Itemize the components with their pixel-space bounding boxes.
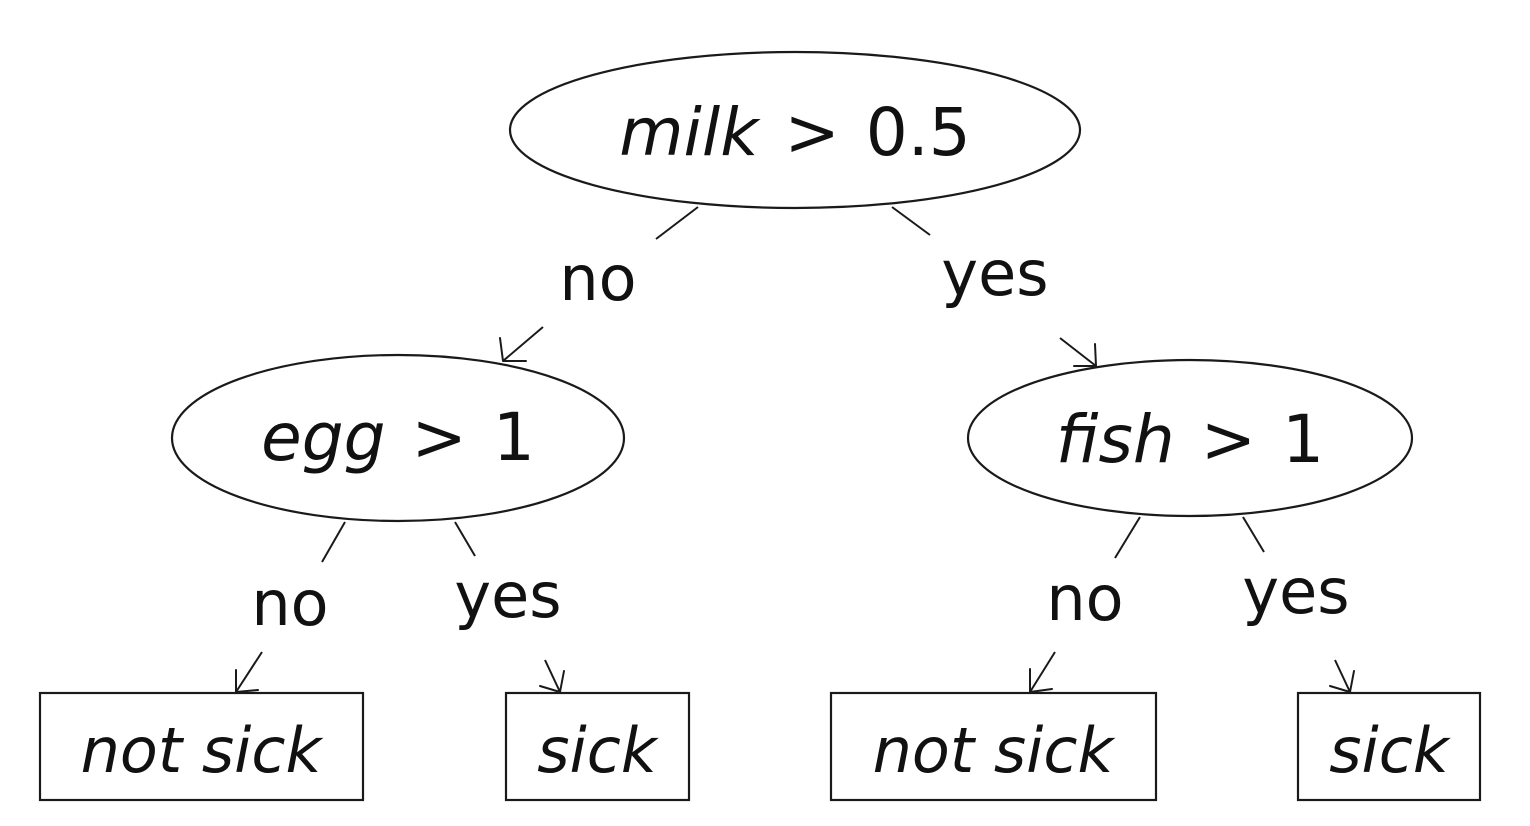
root-node-operator: > [784,94,839,171]
edge-right-no-line-lower [1029,651,1056,693]
left-node: egg >1 [170,353,626,523]
leaf-left-yes-text: sick [537,714,659,787]
edge-left-no-line-upper [321,521,346,563]
edge-root-no-label: no [559,242,636,315]
edge-root-yes-label: yes [941,237,1048,310]
left-node-variable: egg [261,399,385,476]
edge-right-yes-line-upper [1242,516,1265,553]
edge-root-yes: yes [891,206,1097,367]
edge-left-no-label: no [251,567,328,640]
root-node: milk >0.5 [508,50,1082,210]
right-node-condition: fish >1 [1056,401,1324,478]
edge-left-no-line-lower [235,651,263,693]
leaf-left-no-box [38,691,365,802]
edge-left-yes: yes [454,521,565,693]
edge-root-yes-line-upper [891,206,931,236]
edge-left-yes-line-lower [544,659,561,693]
leaf-left-no: not sick [38,691,365,802]
edge-right-yes: yes [1242,516,1355,693]
left-node-threshold: 1 [493,399,535,476]
edge-root-yes-arrowhead [1073,343,1097,367]
edge-left-yes-label: yes [454,559,561,632]
right-node: fish >1 [966,358,1414,518]
root-node-condition: milk >0.5 [619,94,970,171]
root-node-variable: milk [619,94,761,171]
root-node-ellipse [508,50,1082,210]
root-node-threshold: 0.5 [866,94,971,171]
leaf-left-yes: sick [504,691,691,802]
leaf-right-no-text: not sick [873,714,1116,787]
leaf-right-no: not sick [829,691,1158,802]
edge-right-no: no [1029,516,1141,693]
right-node-threshold: 1 [1282,401,1324,478]
edge-right-no-line-upper [1114,516,1141,559]
edge-left-yes-line-upper [454,521,476,557]
right-node-operator: > [1201,401,1256,478]
edge-root-no: no [499,206,699,362]
leaf-right-no-box [829,691,1158,802]
leaf-left-yes-box [504,691,691,802]
left-node-condition: egg >1 [261,399,535,476]
edge-root-no-line-lower [502,326,544,362]
left-node-operator: > [412,399,467,476]
leaf-right-yes-box [1296,691,1482,802]
leaf-left-no-text: not sick [81,714,324,787]
edge-root-no-arrowhead [499,337,527,362]
edge-right-yes-label: yes [1242,555,1349,628]
edge-root-no-line-upper [655,206,699,240]
leaf-right-yes-text: sick [1329,714,1451,787]
edge-right-no-label: no [1046,562,1123,635]
right-node-ellipse [966,358,1414,518]
edge-root-yes-line-lower [1059,337,1097,367]
right-node-variable: fish [1056,401,1175,478]
edge-right-yes-line-lower [1334,659,1351,693]
left-node-ellipse [170,353,626,523]
leaf-right-yes: sick [1296,691,1482,802]
edge-left-no: no [235,521,346,693]
